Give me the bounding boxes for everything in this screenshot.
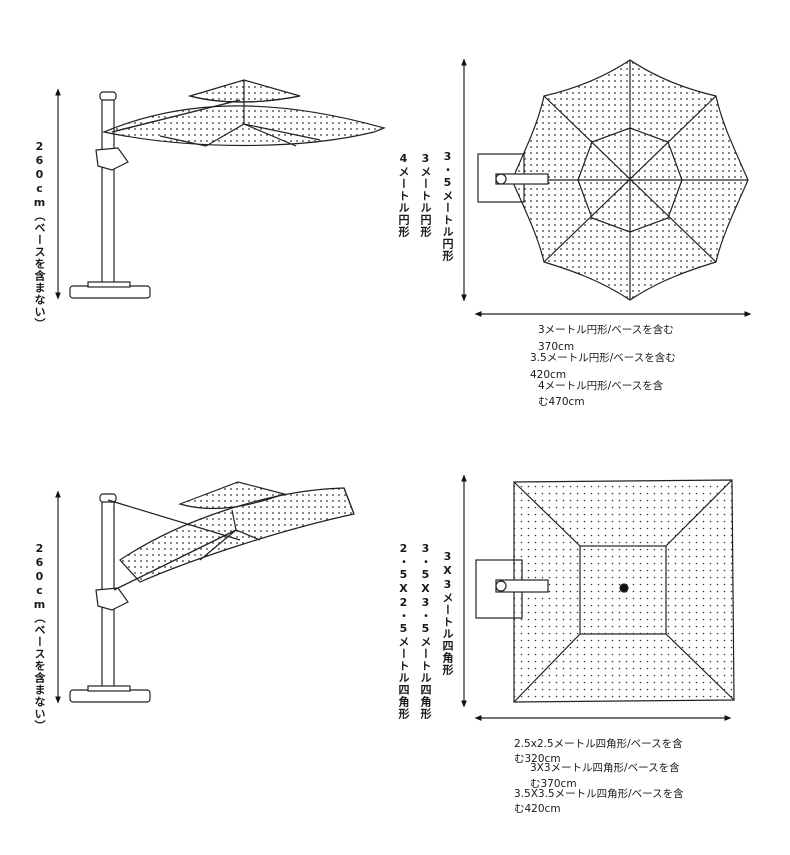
bottom-height-label: 260cm（ベースを含まない）	[33, 542, 46, 732]
top-height-label: 260cm（ベースを含まない）	[33, 140, 46, 330]
bottom-width-line-2b: む370cm	[530, 778, 577, 790]
square-umbrella-side-view	[55, 481, 355, 704]
top-width-line-2a: 3.5メートル円形/ベースを含む	[530, 352, 676, 364]
top-width-line-1a: 3メートル円形/ベースを含む	[538, 324, 674, 336]
bottom-size-label-2: 3・5X3・5メートル四角形	[419, 542, 432, 720]
bottom-size-label-3: 2・5X2・5メートル四角形	[397, 542, 410, 720]
bottom-size-label-1: 3X3メートル四角形	[441, 550, 454, 676]
bottom-width-line-2a: 3X3メートル四角形/ベースを含	[530, 762, 680, 774]
top-diameter-label-3: 4メートル円形	[397, 152, 410, 238]
top-diameter-label-1: 3・5メートル円形	[441, 150, 454, 262]
top-width-line-3a: 4メートル円形/ベースを含	[538, 380, 664, 392]
top-width-line-2b: 420cm	[530, 369, 567, 381]
bottom-width-line-1a: 2.5x2.5メートル四角形/ベースを含	[514, 738, 683, 750]
top-width-line-1b: 370cm	[538, 341, 575, 353]
top-width-line-3b: む470cm	[538, 396, 585, 408]
square-umbrella-plan-view	[461, 474, 735, 708]
top-diameter-label-2: 3メートル円形	[419, 152, 432, 238]
round-umbrella-side-view	[55, 79, 386, 300]
bottom-width-line-3b: む420cm	[514, 803, 561, 815]
bottom-width-line-3a: 3.5X3.5メートル四角形/ベースを含	[514, 788, 684, 800]
round-umbrella-plan-view	[461, 58, 749, 302]
bottom-width-line-1b: む320cm	[514, 753, 561, 765]
